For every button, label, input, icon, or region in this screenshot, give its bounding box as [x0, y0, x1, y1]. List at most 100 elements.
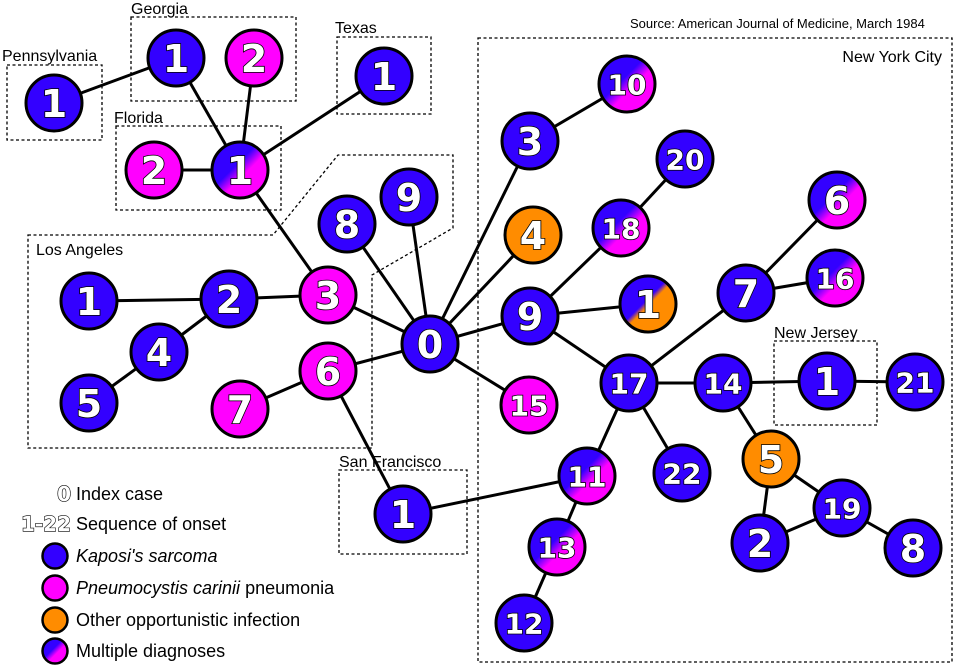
case-node-fl1: 1	[210, 140, 270, 200]
case-node-ny8: 8	[883, 518, 943, 578]
kaposi-case-marker	[599, 353, 659, 413]
multiple-case-marker	[557, 446, 617, 506]
case-number: 2	[141, 149, 167, 193]
case-number: 1	[41, 82, 67, 126]
case-node-ny20: 20	[655, 129, 715, 189]
case-node-ny1: 1	[618, 274, 678, 334]
kaposi-case-marker	[652, 443, 712, 503]
multiple-diagnoses-swatch-icon	[41, 637, 69, 665]
case-node-ny19: 19	[812, 478, 872, 538]
case-node-la4: 4	[129, 322, 189, 382]
case-number: 4	[520, 214, 546, 258]
case-number: 19	[823, 493, 862, 526]
legend: 0 Index case 1-22 Sequence of onset Kapo…	[20, 481, 335, 665]
case-number: 1	[635, 283, 661, 327]
kaposi-case-marker	[354, 46, 414, 106]
legend-sequence: 1-22 Sequence of onset	[20, 511, 226, 536]
other-case-marker	[741, 429, 801, 489]
case-number: 17	[610, 368, 649, 401]
case-node-ny9: 9	[500, 286, 560, 346]
multiple-case-marker	[805, 248, 865, 308]
kaposi-case-marker	[146, 28, 206, 88]
svg-text:New Jersey: New Jersey	[774, 325, 858, 342]
case-number: 7	[227, 388, 253, 432]
case-number: 7	[733, 272, 759, 316]
pcp-swatch-icon	[41, 574, 69, 602]
case-node-ny4: 4	[503, 205, 563, 265]
case-node-ny3: 3	[500, 111, 560, 171]
case-number: 22	[663, 458, 702, 491]
multiple-case-marker	[527, 517, 587, 577]
case-number: 20	[666, 144, 705, 177]
region-georgia: Georgia	[130, 1, 297, 102]
case-number: 2	[241, 37, 267, 81]
legend-index-symbol: 0	[57, 482, 71, 506]
case-node-ny6: 6	[807, 170, 867, 230]
case-node-ny7: 7	[716, 263, 776, 323]
case-number: 13	[538, 532, 577, 565]
case-node-ny13: 13	[527, 517, 587, 577]
pcp-case-marker	[298, 341, 358, 401]
case-node-ny14: 14	[693, 353, 753, 413]
svg-text:Texas: Texas	[335, 20, 377, 37]
kaposi-case-marker	[716, 263, 776, 323]
pcp-case-marker	[224, 28, 284, 88]
case-node-ny12: 12	[494, 593, 554, 653]
legend-kaposi: Kaposi's sarcoma	[41, 542, 218, 570]
case-number: 3	[517, 120, 543, 164]
case-number: 8	[334, 203, 360, 247]
other-case-marker	[503, 205, 563, 265]
case-node-ga1: 1	[146, 28, 206, 88]
case-node-ny17: 17	[599, 353, 659, 413]
kaposi-case-marker	[812, 478, 872, 538]
region-los-angeles: Los Angeles	[27, 154, 454, 449]
transmission-edge	[428, 140, 532, 345]
region-texas: Texas	[335, 20, 432, 115]
case-number: 3	[315, 274, 341, 318]
kaposi-case-marker	[885, 352, 945, 412]
kaposi-case-marker	[129, 322, 189, 382]
case-node-ny15: 15	[499, 375, 559, 435]
legend-sequence-symbol: 1-22	[21, 512, 71, 536]
kaposi-case-marker	[730, 513, 790, 573]
svg-text:Los Angeles: Los Angeles	[36, 242, 123, 259]
case-number: 5	[76, 382, 102, 426]
case-number: 6	[315, 350, 341, 394]
kaposi-case-marker	[317, 194, 377, 254]
kaposi-case-marker	[379, 167, 439, 227]
multiple-other-case-marker	[618, 274, 678, 334]
case-number: 0	[417, 323, 443, 367]
svg-text:Georgia: Georgia	[131, 1, 188, 18]
case-number: 14	[704, 368, 743, 401]
svg-text:Kaposi's sarcoma: Kaposi's sarcoma	[76, 546, 218, 566]
legend-index-label: Index case	[76, 484, 163, 504]
case-node-tx1: 1	[354, 46, 414, 106]
case-number: 11	[568, 461, 607, 494]
case-node-ny10: 10	[597, 54, 657, 114]
kaposi-case-marker	[494, 593, 554, 653]
legend-multiple: Multiple diagnoses	[41, 637, 225, 665]
multiple-case-marker	[807, 170, 867, 230]
case-node-la9: 9	[379, 167, 439, 227]
case-number: 4	[146, 331, 172, 375]
case-node-ny5: 5	[741, 429, 801, 489]
case-node-ny2: 2	[730, 513, 790, 573]
case-node-idx0: 0	[400, 314, 460, 374]
case-node-ny16: 16	[805, 248, 865, 308]
case-node-pa1: 1	[24, 73, 84, 133]
case-number: 1	[371, 55, 397, 99]
kaposi-case-marker	[59, 271, 119, 331]
case-number: 1	[390, 493, 416, 537]
case-number: 21	[896, 367, 935, 400]
case-node-la1: 1	[59, 271, 119, 331]
legend-other: Other opportunistic infection	[41, 606, 300, 634]
case-node-la2: 2	[199, 269, 259, 329]
case-node-ny18: 18	[591, 198, 651, 258]
multiple-case-marker	[597, 54, 657, 114]
case-number: 8	[900, 527, 926, 571]
svg-text:Pneumocystis carinii pneumonia: Pneumocystis carinii pneumonia	[76, 578, 335, 598]
case-node-ny21: 21	[885, 352, 945, 412]
kaposi-swatch-icon	[41, 542, 69, 570]
case-number: 16	[816, 263, 855, 296]
